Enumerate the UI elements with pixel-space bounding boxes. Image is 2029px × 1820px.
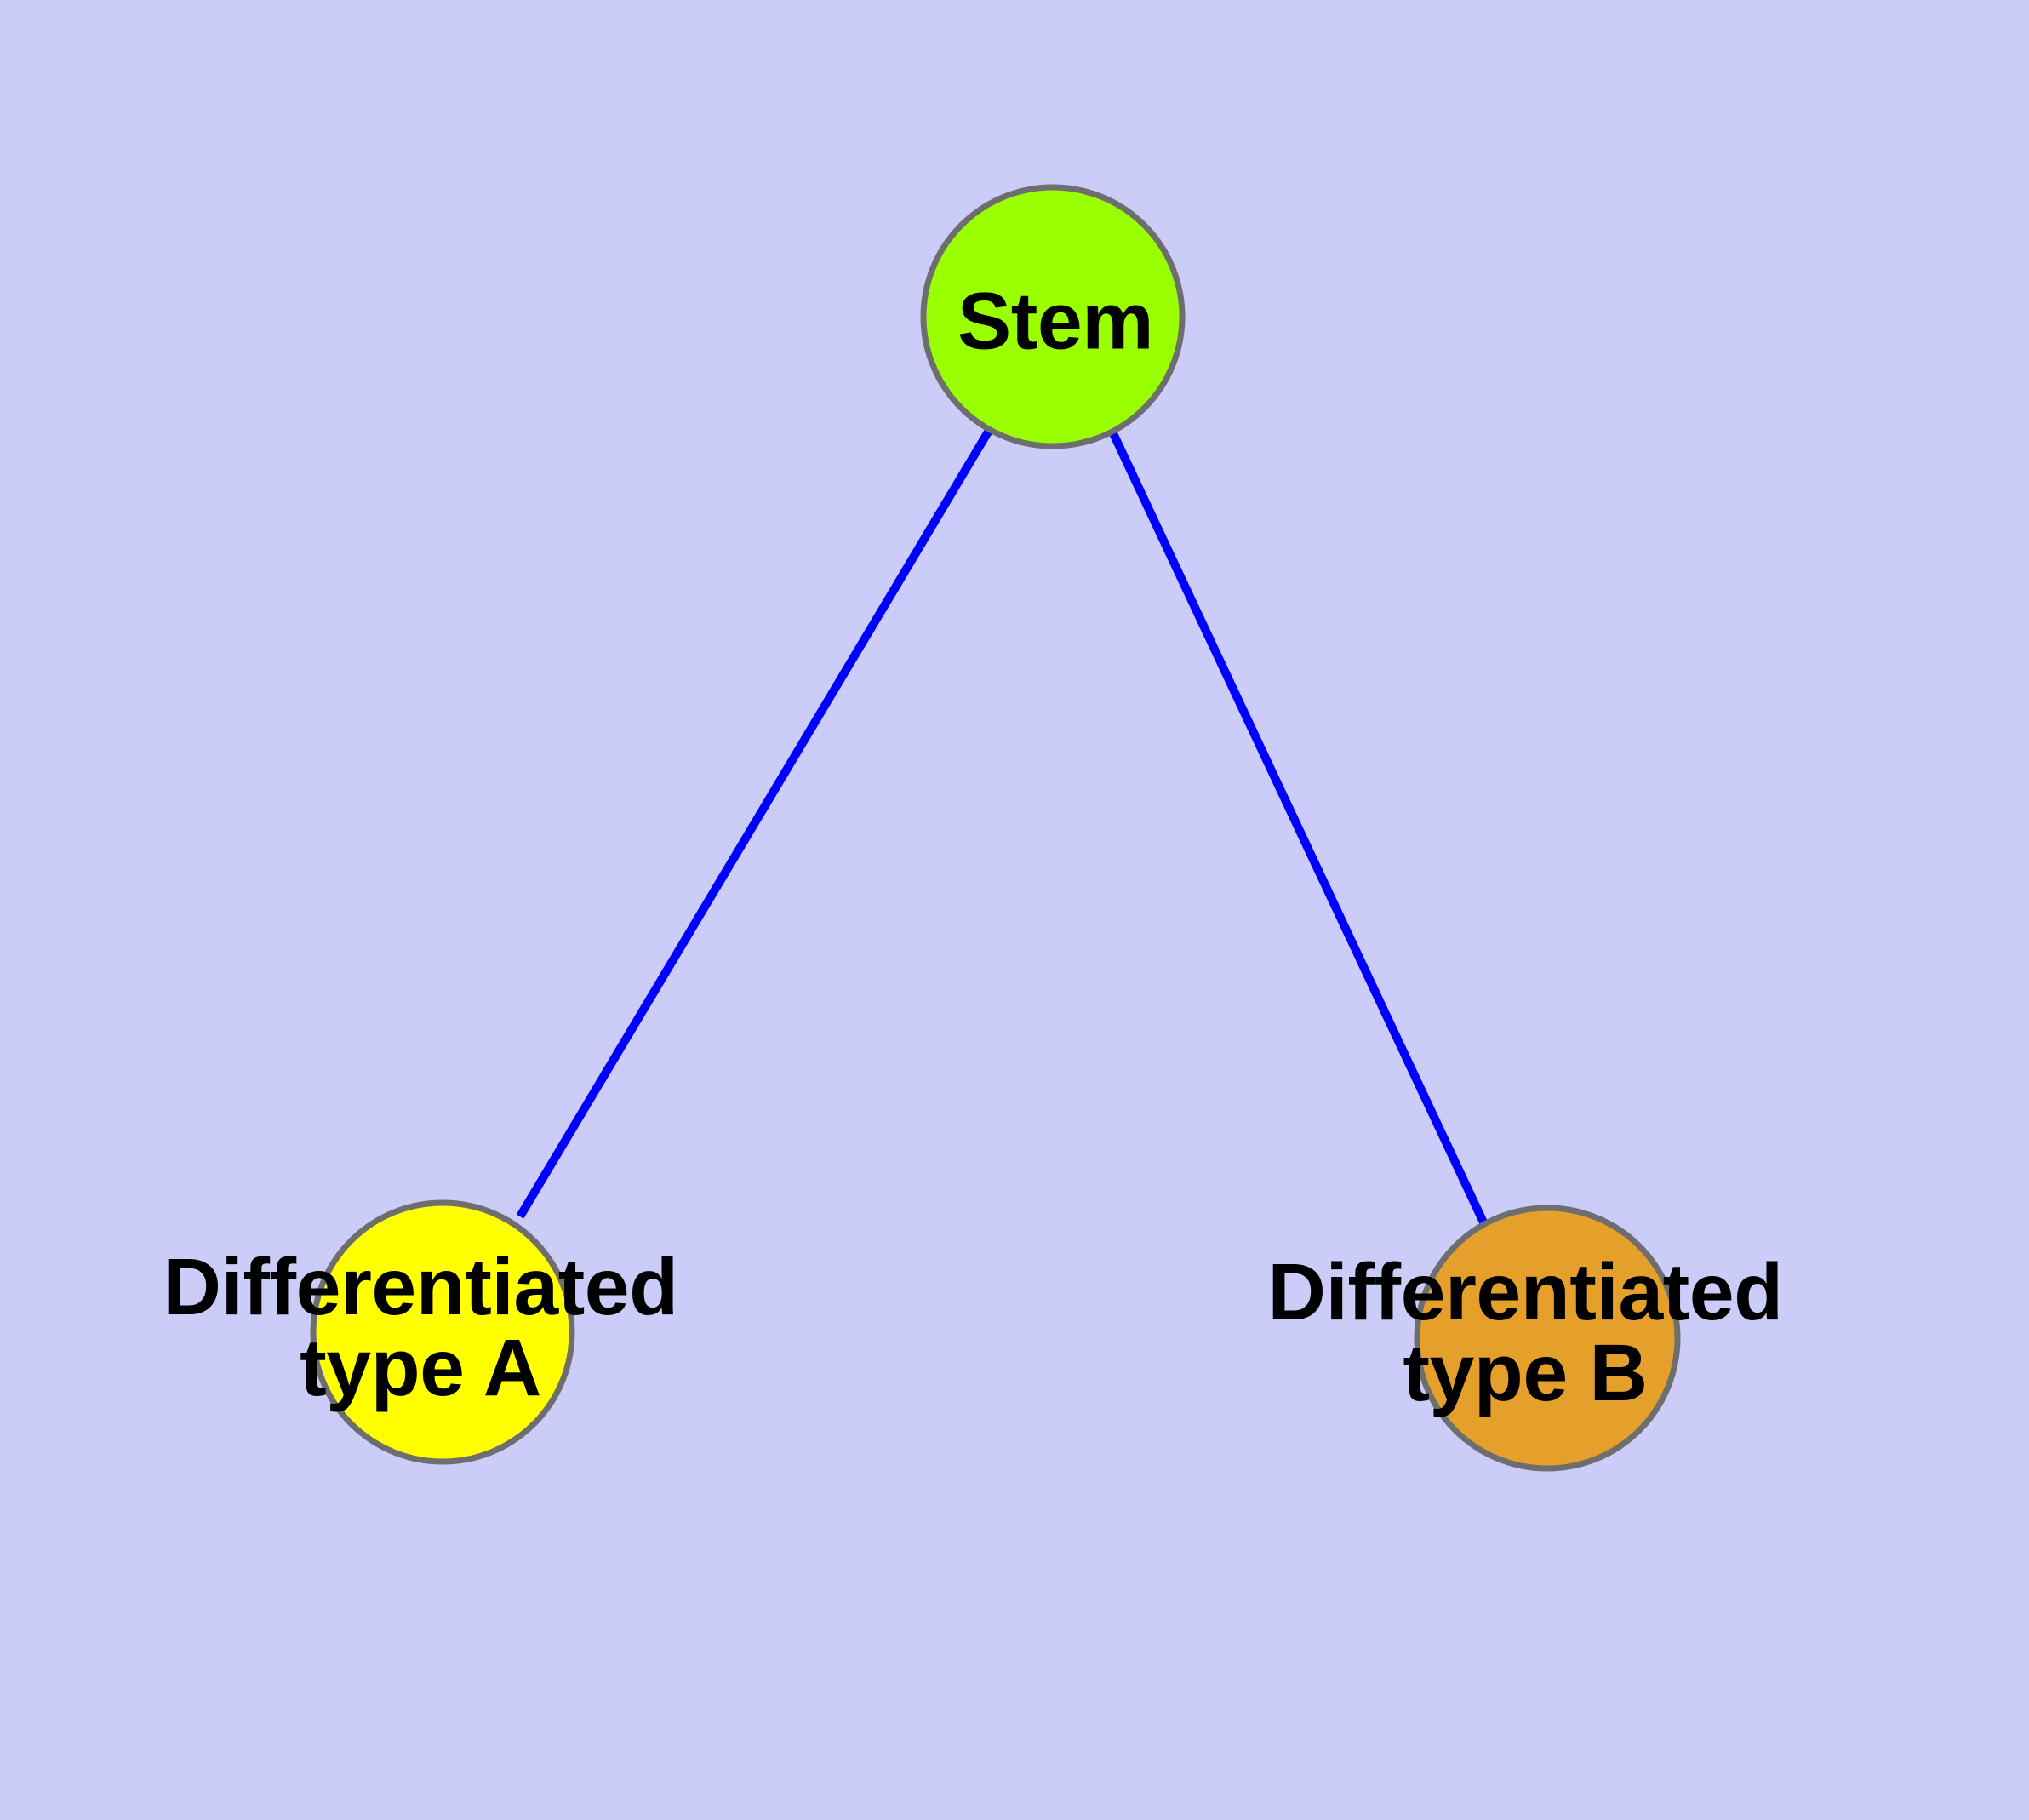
edge-stem-to-diff-a xyxy=(516,426,994,1219)
node-stem[interactable] xyxy=(920,184,1186,449)
edge-layer xyxy=(516,426,1489,1227)
node-layer xyxy=(310,184,1681,1472)
node-diff-a[interactable] xyxy=(310,1199,575,1465)
edge-stem-to-diff-b xyxy=(1108,429,1489,1227)
node-diff-b[interactable] xyxy=(1414,1205,1681,1472)
